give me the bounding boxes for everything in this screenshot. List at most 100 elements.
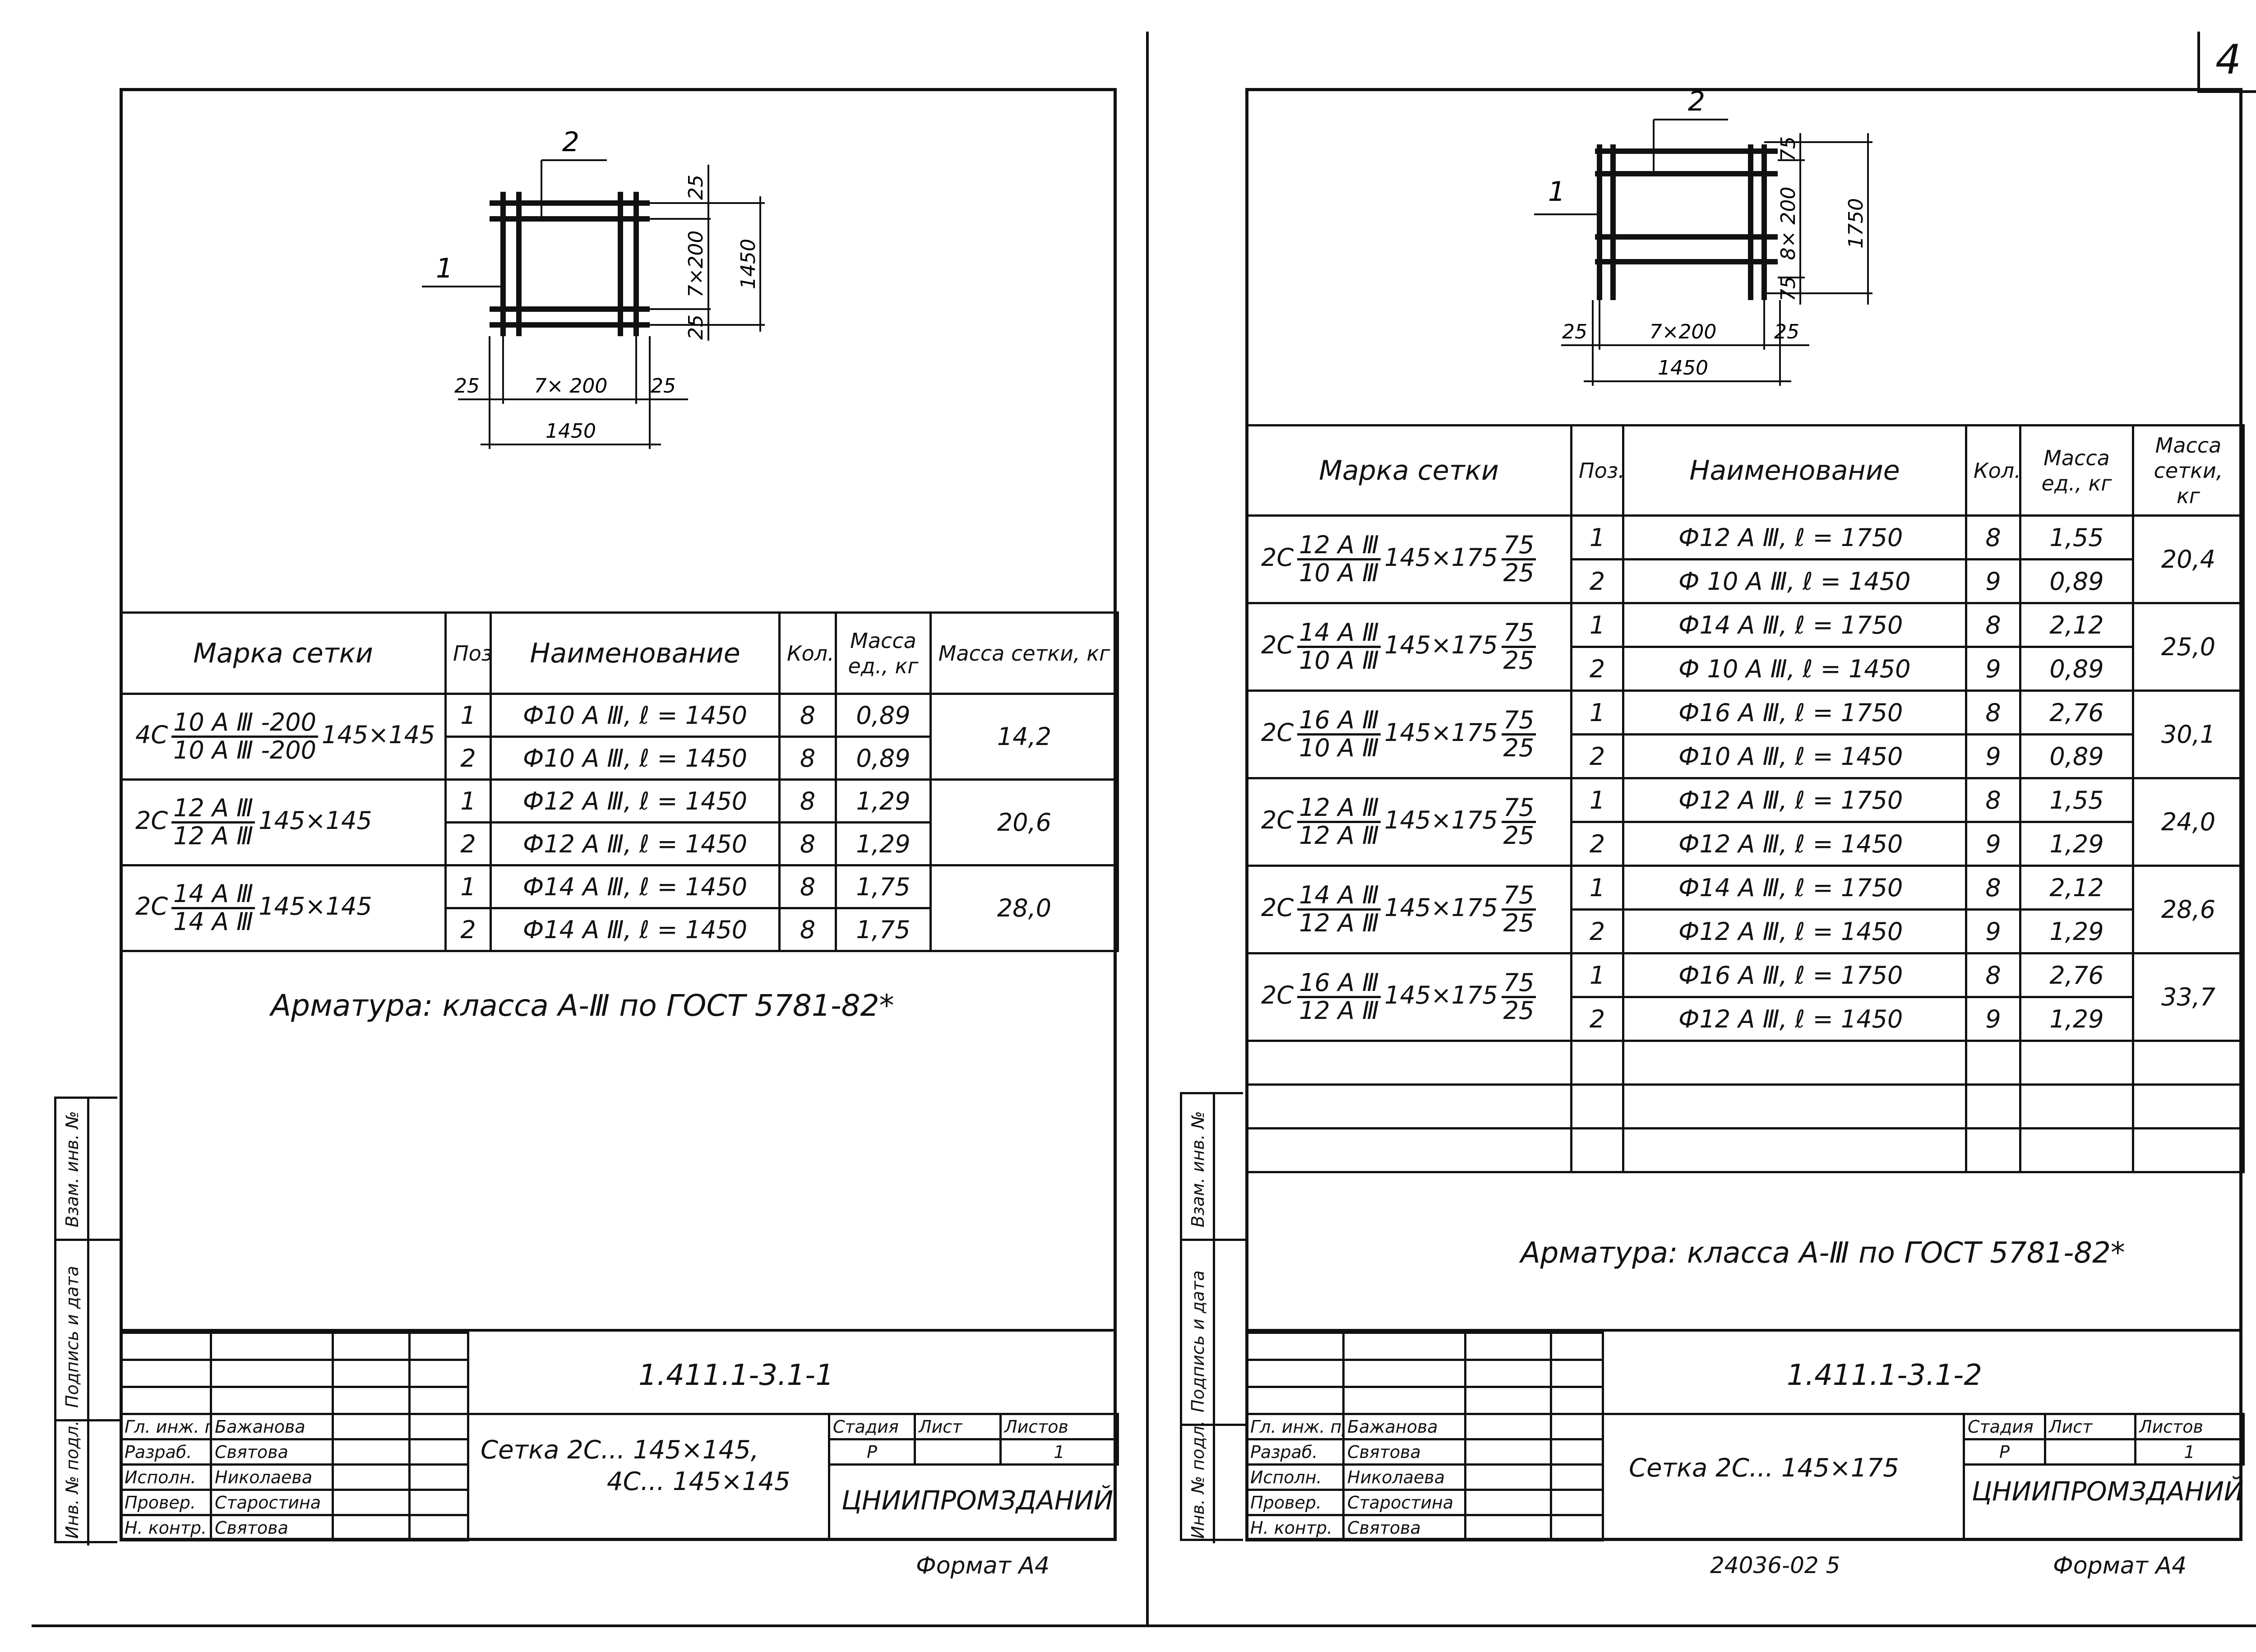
left-side-sign: Подпись и дата [62, 1266, 82, 1408]
left-tb-role: Н. контр. [120, 1514, 212, 1541]
right-tb-name: Бажанова [1342, 1413, 1466, 1440]
left-label-2: 2 [562, 126, 579, 158]
left-sheet-label: Лист [914, 1413, 1002, 1440]
right-doc-code: 1.411.1-3.1-2 [1787, 1359, 1982, 1392]
right-row-pos: 2 [1570, 996, 1624, 1042]
right-row-mass: 1,55 [2019, 777, 2134, 823]
right-row-qty: 9 [1965, 908, 2021, 954]
right-stage-label: Стадия [1963, 1413, 2046, 1440]
left-row-name: Ф10 А Ⅲ, ℓ = 1450 [490, 736, 781, 781]
right-row-qty: 9 [1965, 646, 2021, 692]
right-row-name: Ф16 А Ⅲ, ℓ = 1750 [1622, 952, 1967, 998]
right-note: Арматура: класса А-Ⅲ по ГОСТ 5781-82* [1521, 1236, 2125, 1270]
sheet-number: 4 [2215, 36, 2242, 83]
right-row-pos: 2 [1570, 908, 1624, 954]
right-side-inv: Инв. № подл. [1188, 1420, 1208, 1539]
left-dim-25-bottom: 25 [684, 315, 707, 340]
left-row-mass: 1,75 [835, 864, 932, 909]
right-row-name: Ф12 А Ⅲ, ℓ = 1750 [1622, 777, 1967, 823]
right-row-mass: 2,12 [2019, 602, 2134, 648]
left-sheets: 1 [999, 1438, 1119, 1466]
left-dim-25-left: 25 [454, 375, 480, 398]
right-row-name: Ф14 А Ⅲ, ℓ = 1750 [1622, 865, 1967, 911]
right-header-qty: Кол. [1965, 424, 2021, 517]
left-row-pos: 1 [444, 693, 492, 738]
right-row-name: Ф12 А Ⅲ, ℓ = 1450 [1622, 821, 1967, 867]
right-side-strip [1180, 1092, 1245, 1543]
right-sheet [2044, 1438, 2136, 1466]
left-mesh-mass: 20,6 [929, 778, 1119, 866]
left-tb-role: Гл. инж. пр. [120, 1413, 212, 1440]
right-row-mass: 2,76 [2019, 689, 2134, 736]
right-tb-role: Гл. инж. пр. [1245, 1413, 1345, 1440]
left-header-mass-mesh: Масса сетки, кг [929, 611, 1119, 695]
left-label-1: 1 [436, 253, 453, 284]
right-row-qty: 8 [1965, 602, 2021, 648]
right-row-qty: 8 [1965, 514, 2021, 560]
left-tb-role: Разраб. [120, 1438, 212, 1466]
left-tb-name: Николаева [210, 1463, 334, 1491]
right-mesh-mass: 25,0 [2132, 602, 2245, 692]
left-row-pos: 2 [444, 736, 492, 781]
right-row-pos: 1 [1570, 602, 1624, 648]
left-org: ЦНИИПРОМЗДАНИЙ [841, 1485, 1114, 1516]
right-org: ЦНИИПРОМЗДАНИЙ [1972, 1476, 2244, 1507]
left-mesh-mass: 14,2 [929, 693, 1119, 781]
right-row-qty: 8 [1965, 865, 2021, 911]
left-side-vzam: Взам. инв. № [62, 1111, 82, 1227]
left-tb-name: Бажанова [210, 1413, 334, 1440]
right-label-2: 2 [1688, 88, 1705, 117]
right-sheets-label: Листов [2134, 1413, 2245, 1440]
left-row-pos: 2 [444, 907, 492, 952]
right-header-name: Наименование [1622, 424, 1967, 517]
right-tb-role: Разраб. [1245, 1438, 1345, 1466]
right-row-pos: 1 [1570, 952, 1624, 998]
left-dim-height-spacing: 7×200 [684, 231, 707, 298]
left-sheets-label: Листов [999, 1413, 1119, 1440]
left-dim-25-right: 25 [651, 375, 676, 398]
right-dim-25-left: 25 [1562, 320, 1587, 343]
sheet-number-box [2197, 32, 2256, 93]
left-row-name: Ф12 А Ⅲ, ℓ = 1450 [490, 778, 781, 824]
right-mesh-mass: 20,4 [2132, 514, 2245, 604]
right-row-pos: 2 [1570, 558, 1624, 604]
left-side-inv: Инв. № подл. [62, 1420, 82, 1539]
left-row-name: Ф14 А Ⅲ, ℓ = 1450 [490, 864, 781, 909]
right-row-mass: 1,29 [2019, 821, 2134, 867]
right-row-name: Ф12 А Ⅲ, ℓ = 1450 [1622, 908, 1967, 954]
right-row-name: Ф12 А Ⅲ, ℓ = 1450 [1622, 996, 1967, 1042]
left-row-name: Ф14 А Ⅲ, ℓ = 1450 [490, 907, 781, 952]
left-stage-label: Стадия [828, 1413, 916, 1440]
left-row-mass: 1,29 [835, 821, 932, 866]
right-row-name: Ф12 А Ⅲ, ℓ = 1750 [1622, 514, 1967, 560]
left-doc-title-1: Сетка 2С... 145×145, [481, 1435, 759, 1465]
left-title-block: Гл. инж. пр.Бажанова Разраб.Святова Испо… [120, 1329, 1119, 1541]
right-row-qty: 9 [1965, 558, 2021, 604]
right-row-pos: 2 [1570, 733, 1624, 779]
left-dim-height: 1450 [737, 239, 760, 289]
right-row-pos: 2 [1570, 646, 1624, 692]
left-row-pos: 1 [444, 864, 492, 909]
right-row-pos: 1 [1570, 777, 1624, 823]
right-row-qty: 9 [1965, 996, 2021, 1042]
right-side-vzam: Взам. инв. № [1188, 1111, 1208, 1227]
left-mesh-drawing: 2 1 25 7×200 25 1450 25 7× 200 25 1450 [422, 126, 765, 449]
left-dim-width-spacing: 7× 200 [534, 375, 608, 398]
right-row-pos: 1 [1570, 865, 1624, 911]
right-tb-name: Святова [1342, 1438, 1466, 1466]
left-row-mass: 1,75 [835, 907, 932, 952]
right-row-mass: 1,55 [2019, 514, 2134, 560]
left-tb-name: Святова [210, 1514, 334, 1541]
left-header-qty: Кол. [778, 611, 837, 695]
right-row-name: Ф 10 А Ⅲ, ℓ = 1450 [1622, 646, 1967, 692]
right-row-pos: 1 [1570, 689, 1624, 736]
right-row-qty: 9 [1965, 821, 2021, 867]
page-divider [1146, 32, 1149, 1624]
right-mesh-mass: 24,0 [2132, 777, 2245, 867]
